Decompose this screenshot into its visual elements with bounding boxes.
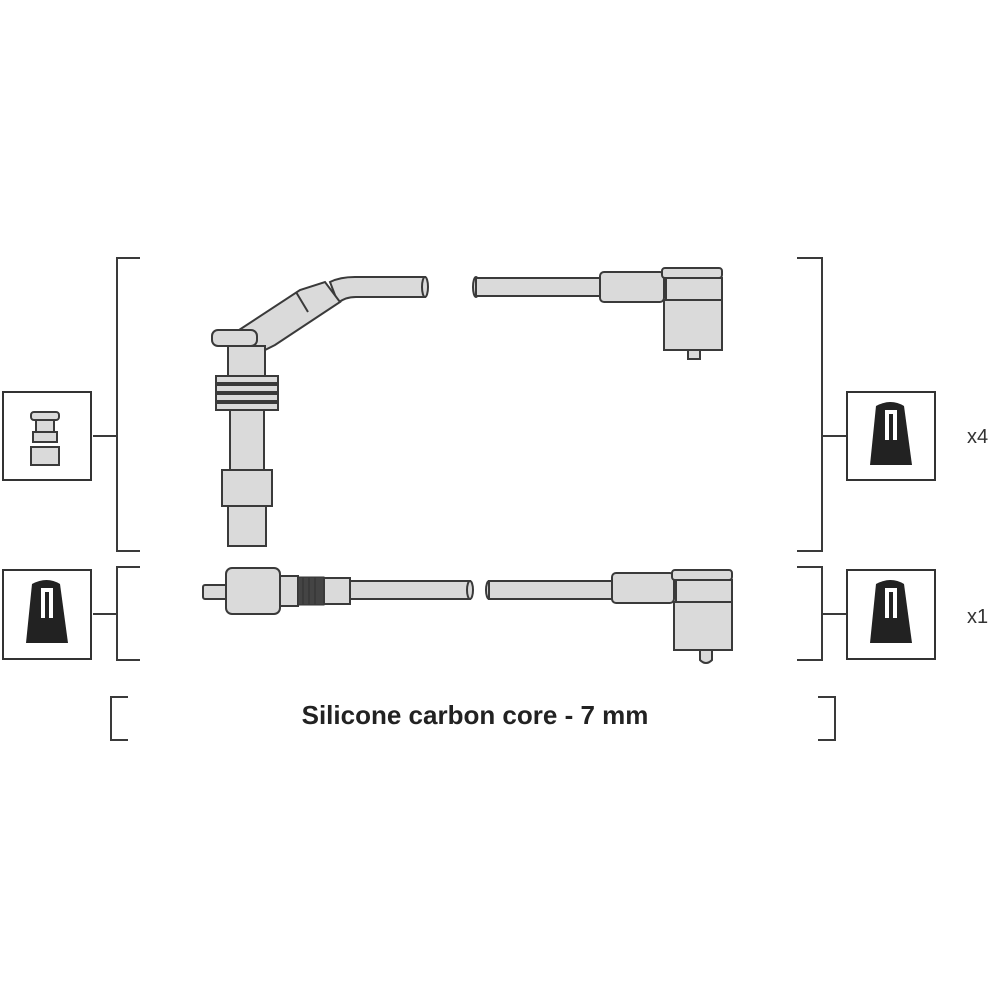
caption-bracket-left	[110, 696, 128, 741]
quantity-label-x4: x4	[967, 426, 989, 448]
caption-bracket-right	[818, 696, 836, 741]
coil-cable-straight-connector	[202, 567, 474, 615]
left-bracket-x4	[93, 257, 140, 552]
right-bracket-x1	[797, 566, 847, 661]
right-bracket-x4	[797, 257, 847, 552]
cable-end-right-angle-boot	[472, 267, 723, 360]
cable-end-right-angle-boot	[485, 569, 733, 664]
spark-plug-boot-icon	[846, 391, 936, 481]
cable-core-caption: Silicone carbon core - 7 mm	[301, 700, 649, 730]
plug-connector-icon	[2, 391, 92, 481]
left-bracket-x1	[93, 566, 140, 661]
spark-plug-boot-icon	[846, 569, 936, 660]
cable-end-angled-plug-boot	[211, 276, 429, 547]
quantity-label-x1: x1	[967, 606, 989, 628]
spark-plug-boot-icon	[2, 569, 92, 660]
